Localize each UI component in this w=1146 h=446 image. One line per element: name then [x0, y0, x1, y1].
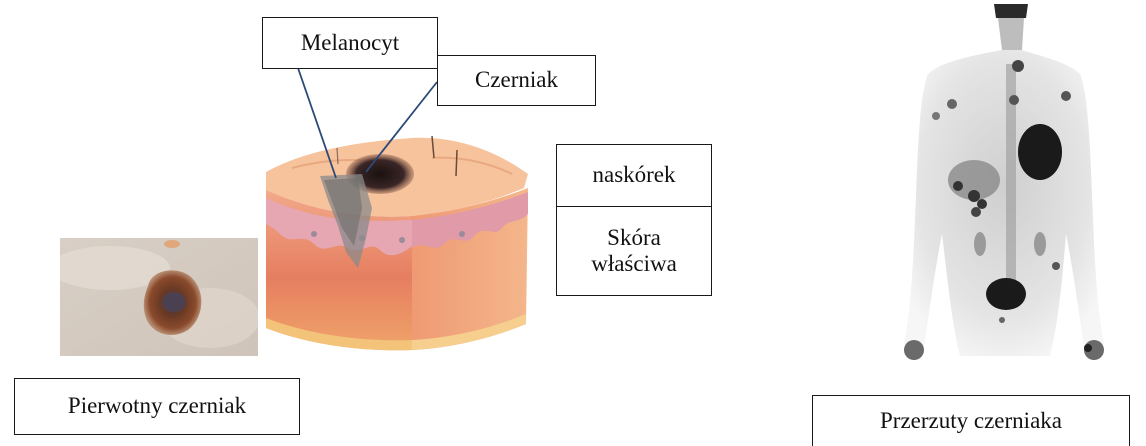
- melanocyte-label-text: Melanocyt: [301, 30, 399, 56]
- melanocyt-leader-line: [298, 68, 336, 178]
- czerniak-leader-line: [366, 82, 437, 172]
- dermis-label-line1: Skóra: [607, 225, 661, 251]
- epidermis-label: naskórek: [556, 144, 712, 207]
- primary-melanoma-caption: Pierwotny czerniak: [14, 378, 300, 435]
- metastases-caption-text: Przerzuty czerniaka: [880, 408, 1062, 434]
- primary-melanoma-caption-text: Pierwotny czerniak: [68, 393, 246, 419]
- melanocyte-label: Melanocyt: [262, 17, 438, 69]
- dermis-label: Skóra właściwa: [556, 206, 712, 296]
- melanoma-label-text: Czerniak: [475, 67, 558, 93]
- dermis-label-line2: właściwa: [591, 251, 677, 277]
- metastases-caption: Przerzuty czerniaka: [812, 395, 1130, 446]
- melanoma-label: Czerniak: [437, 55, 596, 106]
- epidermis-label-text: naskórek: [592, 162, 675, 188]
